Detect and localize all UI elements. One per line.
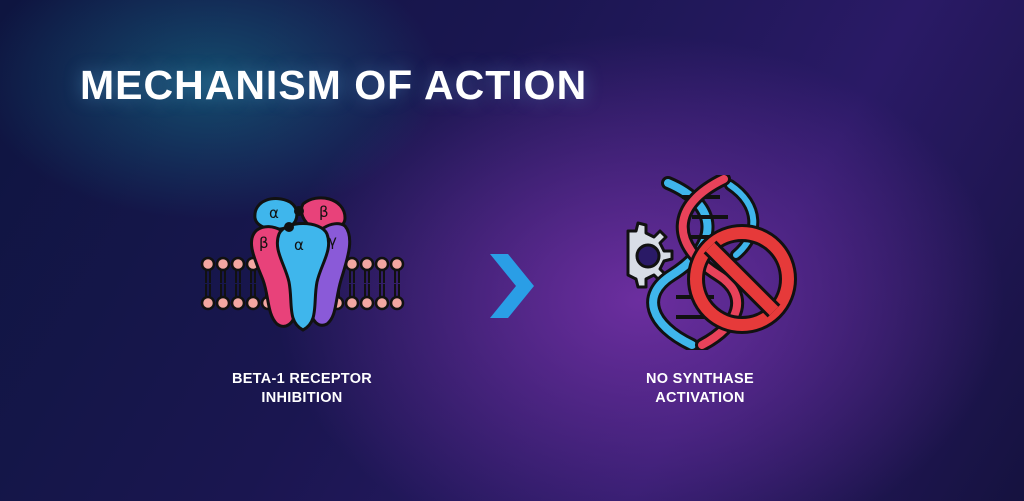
caption-line-1: BETA-1 RECEPTOR [231, 371, 373, 387]
dna-no-synthase-icon [626, 175, 797, 350]
gear-icon [626, 221, 674, 289]
subunit-label-gamma: γ [328, 232, 337, 250]
subunit-label-beta-top: β [319, 203, 329, 221]
beta-receptor-icon: α β β α γ [200, 196, 405, 332]
prohibit-icon [687, 224, 797, 334]
subunit-label-alpha-center: α [294, 236, 304, 254]
step-caption-no-synthase: NO SYNTHASE ACTIVATION [580, 370, 820, 408]
chevron-right-icon [490, 254, 534, 318]
page-title: MECHANISM OF ACTION [80, 62, 588, 108]
subunit-label-beta-left: β [259, 234, 269, 252]
step-caption-beta-receptor: BETA-1 RECEPTOR INHIBITION [182, 370, 422, 408]
subunit-label-alpha-top: α [269, 204, 279, 222]
caption-line-2: INHIBITION [261, 390, 343, 406]
caption-line-1: NO SYNTHASE [645, 371, 755, 387]
caption-line-2: ACTIVATION [655, 390, 745, 406]
